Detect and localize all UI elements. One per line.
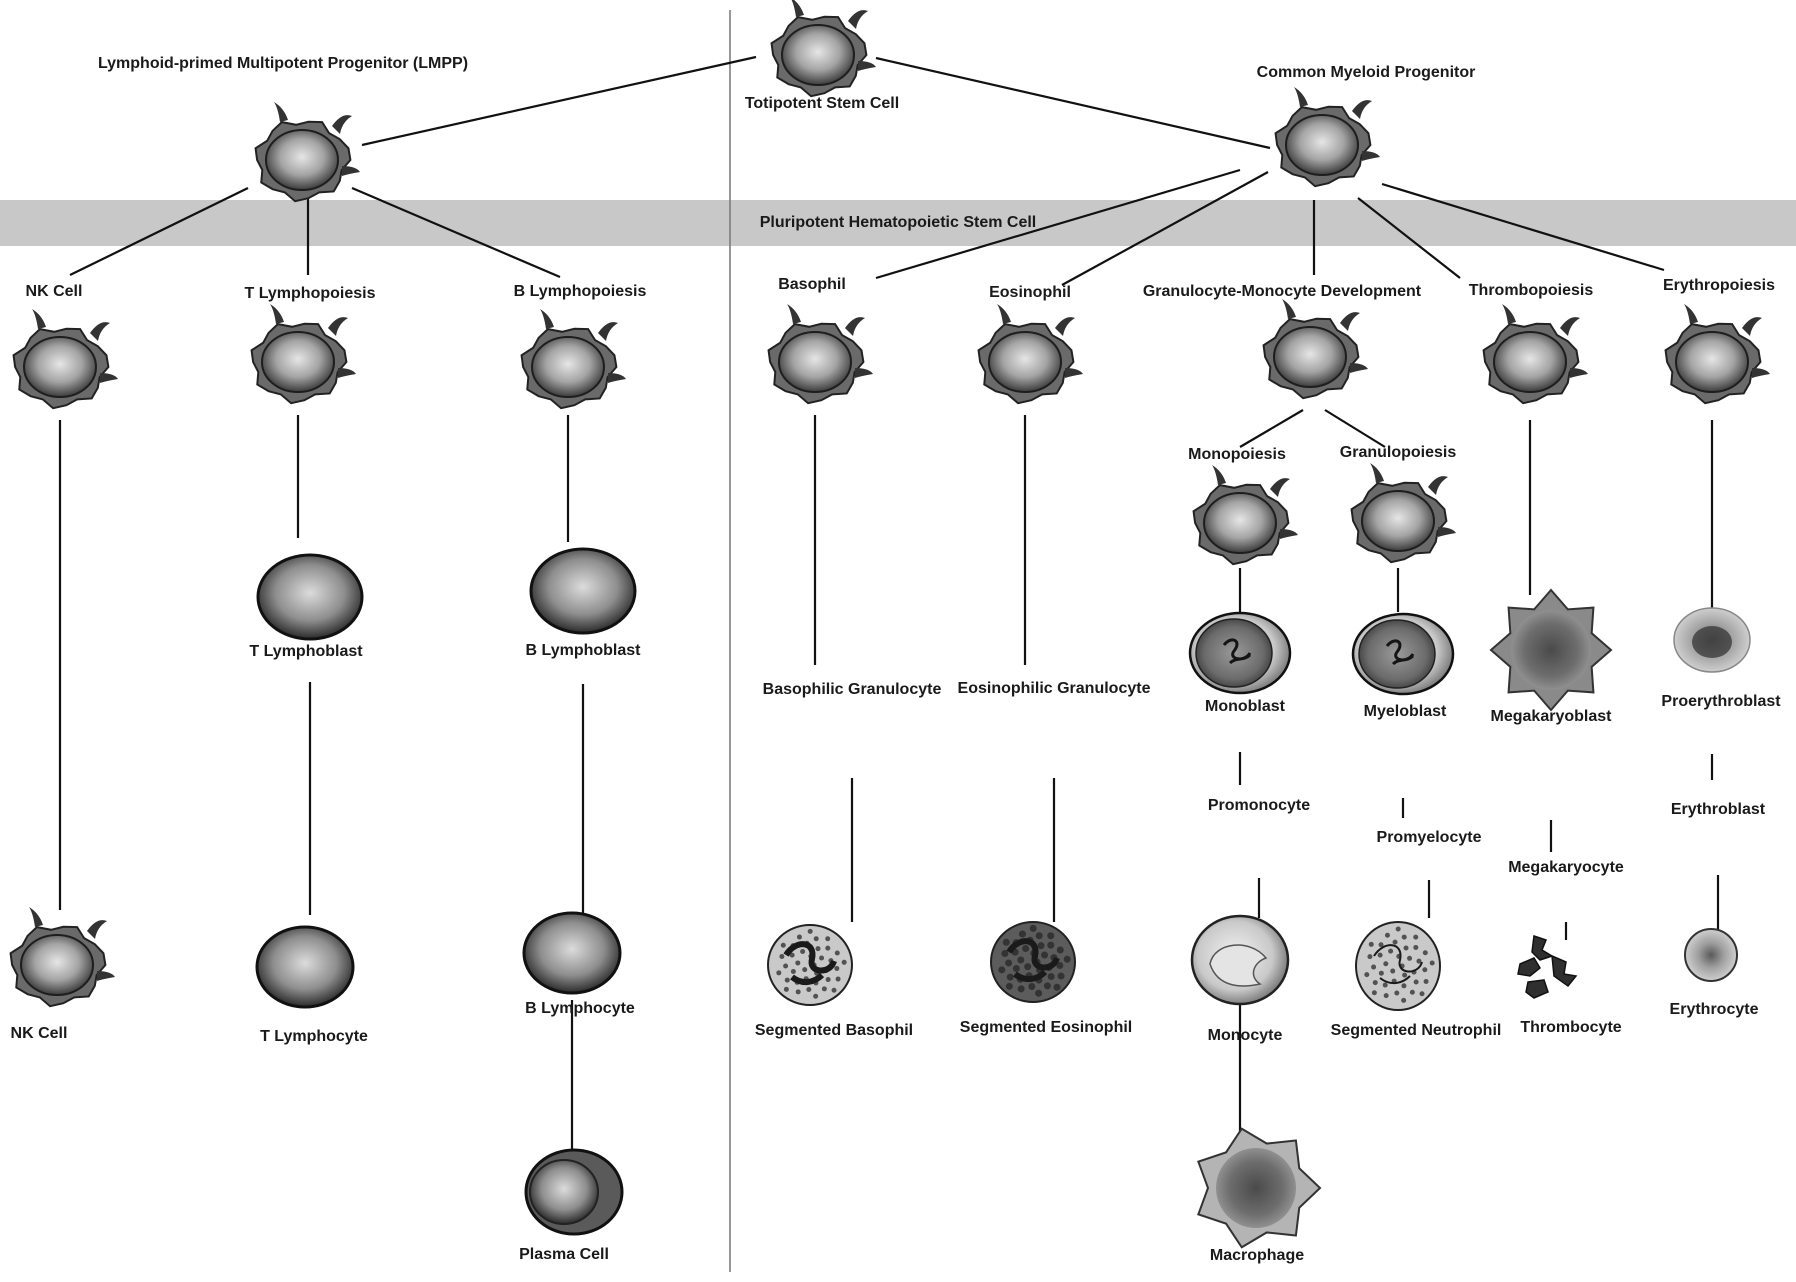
cell-b-lymphopoiesis: [520, 309, 626, 410]
edge-cmp-to-erythropoiesis: [1381, 182, 1665, 272]
label-erythrocyte: Erythrocyte: [1669, 1001, 1759, 1018]
cell-monocyte: [1190, 914, 1290, 1006]
label-t-lymphopoiesis: T Lymphopoiesis: [244, 285, 376, 302]
label-macrophage: Macrophage: [1209, 1247, 1305, 1264]
label-basophilic-granulocyte: Basophilic Granulocyte: [762, 681, 942, 698]
edge-totipotent-to-cmp: [875, 56, 1271, 150]
cell-thrombocyte: [1517, 934, 1578, 999]
label-segmented-eosinophil: Segmented Eosinophil: [959, 1019, 1133, 1036]
cell-erythropoiesis: [1664, 304, 1770, 405]
label-erythropoiesis: Erythropoiesis: [1662, 277, 1776, 294]
cell-macrophage: [1197, 1127, 1322, 1249]
label-b-lymphocyte: B Lymphocyte: [525, 1000, 635, 1017]
label-myeloblast: Myeloblast: [1363, 703, 1447, 720]
cell-segmented-basophil: [767, 924, 853, 1006]
cell-myeloblast: [1351, 612, 1455, 696]
label-t-lymphoblast: T Lymphoblast: [249, 643, 363, 660]
cell-gm-development: [1262, 299, 1368, 400]
cell-totipotent: [770, 0, 876, 98]
label-nk: NK Cell: [25, 283, 83, 300]
label-segmented-neutrophil: Segmented Neutrophil: [1330, 1022, 1502, 1039]
label-megakaryocyte: Megakaryocyte: [1508, 859, 1624, 876]
cell-monoblast: [1188, 611, 1292, 695]
label-lmpp: Lymphoid-primed Multipotent Progenitor (…: [97, 55, 469, 72]
edge-totipotent-to-lmpp: [361, 55, 757, 147]
cell-t-lymphopoiesis: [250, 304, 356, 405]
label-cmp: Common Myeloid Progenitor: [1256, 64, 1476, 81]
label-eosinophilic-granulocyte: Eosinophilic Granulocyte: [957, 680, 1151, 697]
band-title: Pluripotent Hematopoietic Stem Cell: [759, 214, 1037, 231]
edge-gm-development-to-monopoiesis: [1239, 409, 1304, 448]
label-segmented-basophil: Segmented Basophil: [754, 1022, 914, 1039]
label-eosinophil: Eosinophil: [989, 284, 1071, 301]
edge-cmp-to-thrombopoiesis: [1357, 197, 1461, 279]
cell-nk: [12, 309, 118, 410]
cell-erythrocyte: [1684, 928, 1738, 982]
cell-granulopoiesis: [1350, 463, 1456, 564]
label-proerythroblast: Proerythroblast: [1661, 693, 1781, 710]
cell-b-lymphocyte: [522, 911, 622, 995]
stem-cell-band: [0, 200, 1796, 246]
label-monopoiesis: Monopoiesis: [1188, 446, 1286, 463]
label-thrombopoiesis: Thrombopoiesis: [1468, 282, 1594, 299]
label-b-lymphoblast: B Lymphoblast: [525, 642, 641, 659]
edge-cmp-to-eosinophil: [1061, 171, 1269, 286]
cell-segmented-neutrophil: [1355, 921, 1441, 1011]
cell-t-lymphoblast: [256, 553, 364, 641]
cell-cmp: [1274, 87, 1380, 188]
cell-b-lymphoblast: [529, 547, 637, 635]
label-monocyte: Monocyte: [1207, 1027, 1283, 1044]
cell-segmented-eosinophil: [990, 921, 1076, 1003]
label-monoblast: Monoblast: [1205, 698, 1285, 715]
cell-t-lymphocyte: [255, 925, 355, 1009]
edge-cmp-to-basophil: [875, 168, 1241, 280]
label-erythroblast: Erythroblast: [1670, 801, 1766, 818]
edge-lmpp-to-nk: [69, 187, 249, 276]
cell-lmpp: [254, 102, 360, 203]
label-totipotent: Totipotent Stem Cell: [744, 95, 900, 112]
cell-thrombopoiesis: [1482, 304, 1588, 405]
cell-megakaryoblast: [1489, 588, 1613, 712]
label-megakaryoblast: Megakaryoblast: [1490, 708, 1612, 725]
label-granulopoiesis: Granulopoiesis: [1339, 444, 1457, 461]
cell-plasma-cell: [524, 1148, 624, 1236]
label-nk-cell: NK Cell: [10, 1025, 68, 1042]
label-thrombocyte: Thrombocyte: [1520, 1019, 1622, 1036]
cell-eosinophil: [977, 304, 1083, 405]
label-gm-development: Granulocyte-Monocyte Development: [1142, 283, 1422, 300]
label-promyelocyte: Promyelocyte: [1376, 829, 1482, 846]
cell-proerythroblast: [1673, 607, 1751, 673]
label-basophil: Basophil: [778, 276, 846, 293]
label-plasma-cell: Plasma Cell: [519, 1246, 609, 1263]
edge-gm-development-to-granulopoiesis: [1324, 409, 1386, 448]
cell-monopoiesis: [1192, 465, 1298, 566]
cell-basophil: [767, 304, 873, 405]
label-t-lymphocyte: T Lymphocyte: [260, 1028, 368, 1045]
label-b-lymphopoiesis: B Lymphopoiesis: [513, 283, 647, 300]
cell-nk-cell: [9, 907, 115, 1008]
edge-lmpp-to-b-lymphopoiesis: [351, 186, 561, 279]
label-promonocyte: Promonocyte: [1207, 797, 1311, 814]
